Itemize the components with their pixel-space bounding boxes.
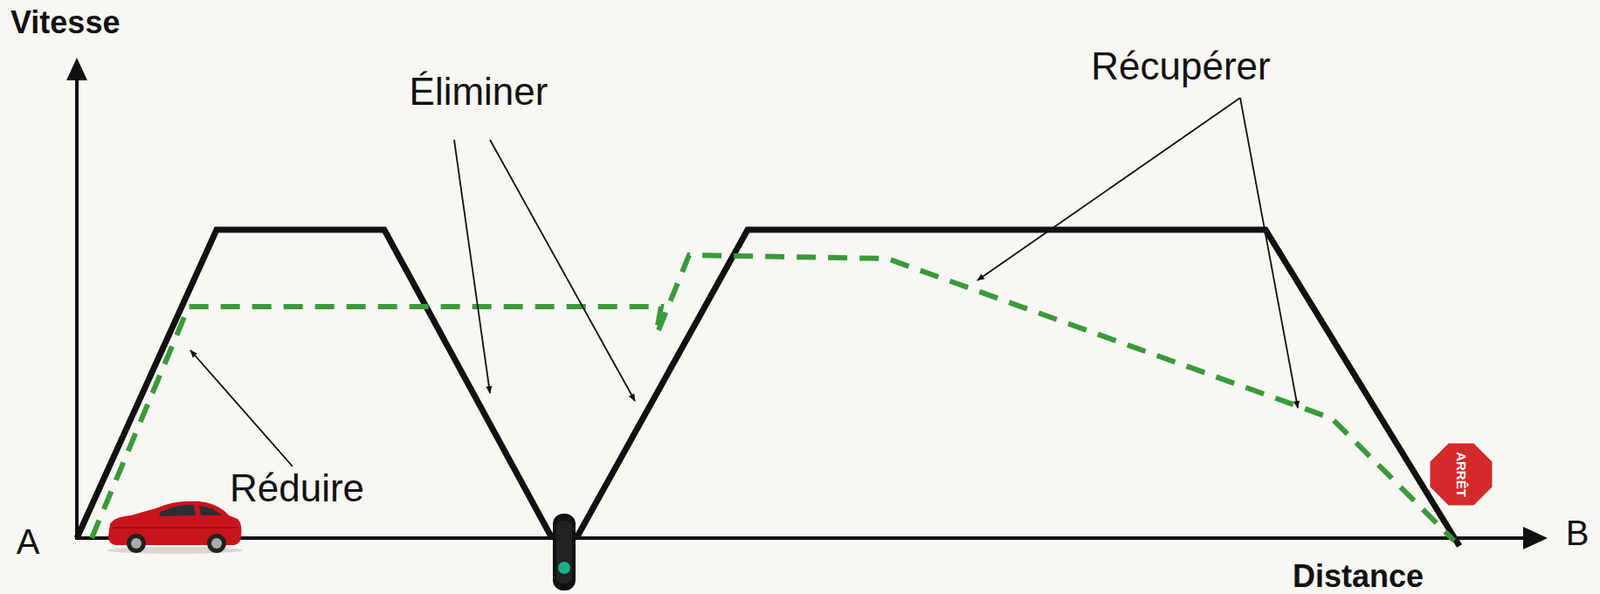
leader-line: [454, 139, 490, 394]
green-signal: [558, 561, 571, 574]
callout-label: Récupérer: [1090, 47, 1270, 86]
leader-line: [190, 350, 293, 467]
leader-line: [977, 97, 1241, 281]
car-illustration: [106, 501, 243, 554]
stop-sign: [1428, 441, 1494, 507]
leader-line: [1240, 97, 1298, 408]
traffic-light-face: [556, 520, 573, 584]
point-label: A: [16, 524, 41, 559]
eco-profile: [658, 255, 1455, 541]
conventional-profile: [76, 229, 552, 538]
axis-title: Distance: [1292, 560, 1424, 593]
x-axis: [75, 536, 1527, 540]
conventional-profile: [576, 229, 1460, 546]
traffic-light: [552, 513, 576, 591]
y-axis-arrow: [66, 57, 88, 81]
callout-label: Éliminer: [409, 72, 549, 111]
callout-label: Réduire: [229, 468, 365, 508]
leader-line: [489, 139, 635, 401]
y-axis: [75, 76, 79, 540]
sign-text: ARRÊT: [1455, 451, 1469, 497]
x-axis-arrow: [1523, 526, 1548, 550]
axis-title: Vitesse: [10, 6, 120, 39]
point-label: B: [1565, 515, 1590, 551]
